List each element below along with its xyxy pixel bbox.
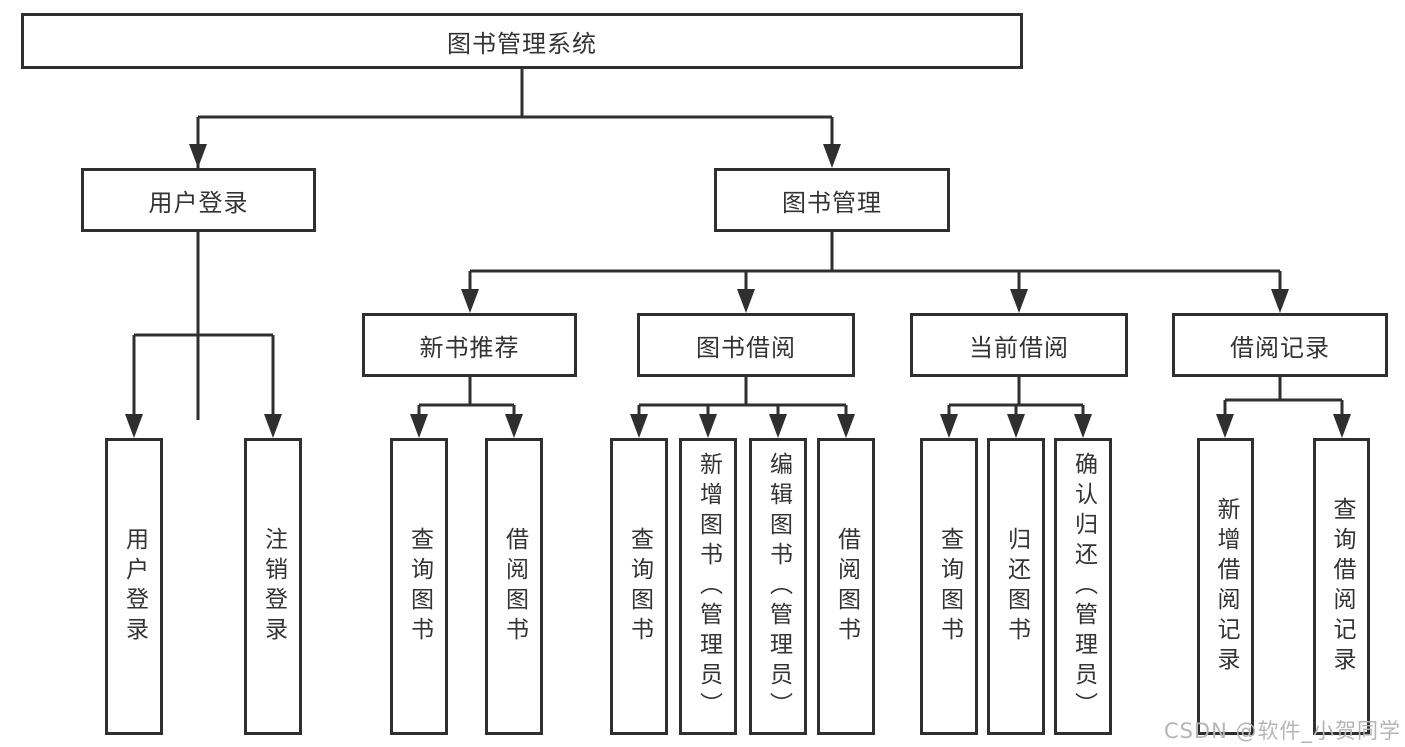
arrow-down-icon — [410, 414, 428, 438]
connector-borrowing-records — [1223, 377, 1344, 422]
arrow-down-icon — [1333, 414, 1351, 438]
arrow-down-icon — [837, 414, 855, 438]
node-borrowing-records: 借阅记录 — [1172, 313, 1388, 377]
leaf-label: 注销登录 — [260, 526, 287, 647]
leaf-user-login: 用户登录 — [105, 438, 163, 735]
leaf-label: 查询图书 — [626, 526, 653, 647]
leaf-label: 查询图书 — [406, 526, 433, 647]
leaf-add-borrow-record: 新增借阅记录 — [1197, 438, 1254, 735]
connector-book-borrowing — [637, 377, 848, 422]
leaf-add-books-admin: 新增图书（管理员） — [679, 438, 737, 735]
node-root: 图书管理系统 — [21, 13, 1023, 69]
arrow-down-icon — [769, 414, 787, 438]
arrow-down-icon — [1010, 289, 1028, 313]
watermark: CSDN @软件_小贺同学 — [1163, 719, 1401, 743]
arrow-down-icon — [1074, 414, 1092, 438]
arrow-down-icon — [505, 414, 523, 438]
node-book-borrowing: 图书借阅 — [637, 313, 855, 377]
leaf-label: 用户登录 — [121, 526, 148, 647]
connector-user-login — [132, 232, 275, 422]
leaf-label: 确认归还（管理员） — [1070, 451, 1097, 722]
node-book-management: 图书管理 — [714, 168, 950, 232]
arrow-down-icon — [1271, 289, 1289, 313]
leaf-label: 新增借阅记录 — [1213, 496, 1239, 677]
leaf-label: 归还图书 — [1003, 526, 1030, 647]
leaf-query-borrow-record: 查询借阅记录 — [1313, 438, 1370, 735]
leaf-query-books-recommend: 查询图书 — [390, 438, 448, 735]
arrow-down-icon — [264, 414, 282, 438]
leaf-label: 查询图书 — [936, 526, 963, 647]
connector-root — [196, 69, 834, 420]
arrow-down-icon — [737, 289, 755, 313]
connector-new-book-recommend — [417, 377, 516, 422]
arrow-down-icon — [699, 414, 717, 438]
arrow-down-icon — [1007, 414, 1025, 438]
leaf-label: 借阅图书 — [501, 526, 528, 647]
arrow-down-icon — [461, 289, 479, 313]
arrow-down-icon — [125, 414, 143, 438]
leaf-return-books: 归还图书 — [987, 438, 1045, 735]
arrow-down-icon — [823, 144, 841, 168]
leaf-label: 查询借阅记录 — [1329, 496, 1355, 677]
arrow-down-icon — [1216, 414, 1234, 438]
leaf-label: 新增图书（管理员） — [695, 451, 722, 722]
leaf-borrow-books-recommend: 借阅图书 — [485, 438, 543, 735]
arrow-down-icon — [630, 414, 648, 438]
connector-book-management — [468, 232, 1282, 298]
leaf-confirm-return-admin: 确认归还（管理员） — [1054, 438, 1112, 735]
node-new-book-recommend: 新书推荐 — [362, 313, 577, 377]
leaf-label: 编辑图书（管理员） — [765, 451, 792, 722]
leaf-borrow-books-borrowing: 借阅图书 — [817, 438, 875, 735]
node-user-login: 用户登录 — [81, 168, 316, 232]
leaf-query-books-current: 查询图书 — [920, 438, 978, 735]
leaf-label: 借阅图书 — [833, 526, 860, 647]
leaf-query-books-borrowing: 查询图书 — [610, 438, 668, 735]
leaf-edit-books-admin: 编辑图书（管理员） — [749, 438, 807, 735]
leaf-logout: 注销登录 — [244, 438, 302, 735]
arrow-down-icon — [189, 144, 207, 168]
connector-current-borrowing — [947, 377, 1085, 422]
node-current-borrowing: 当前借阅 — [910, 313, 1128, 377]
arrow-down-icon — [940, 414, 958, 438]
